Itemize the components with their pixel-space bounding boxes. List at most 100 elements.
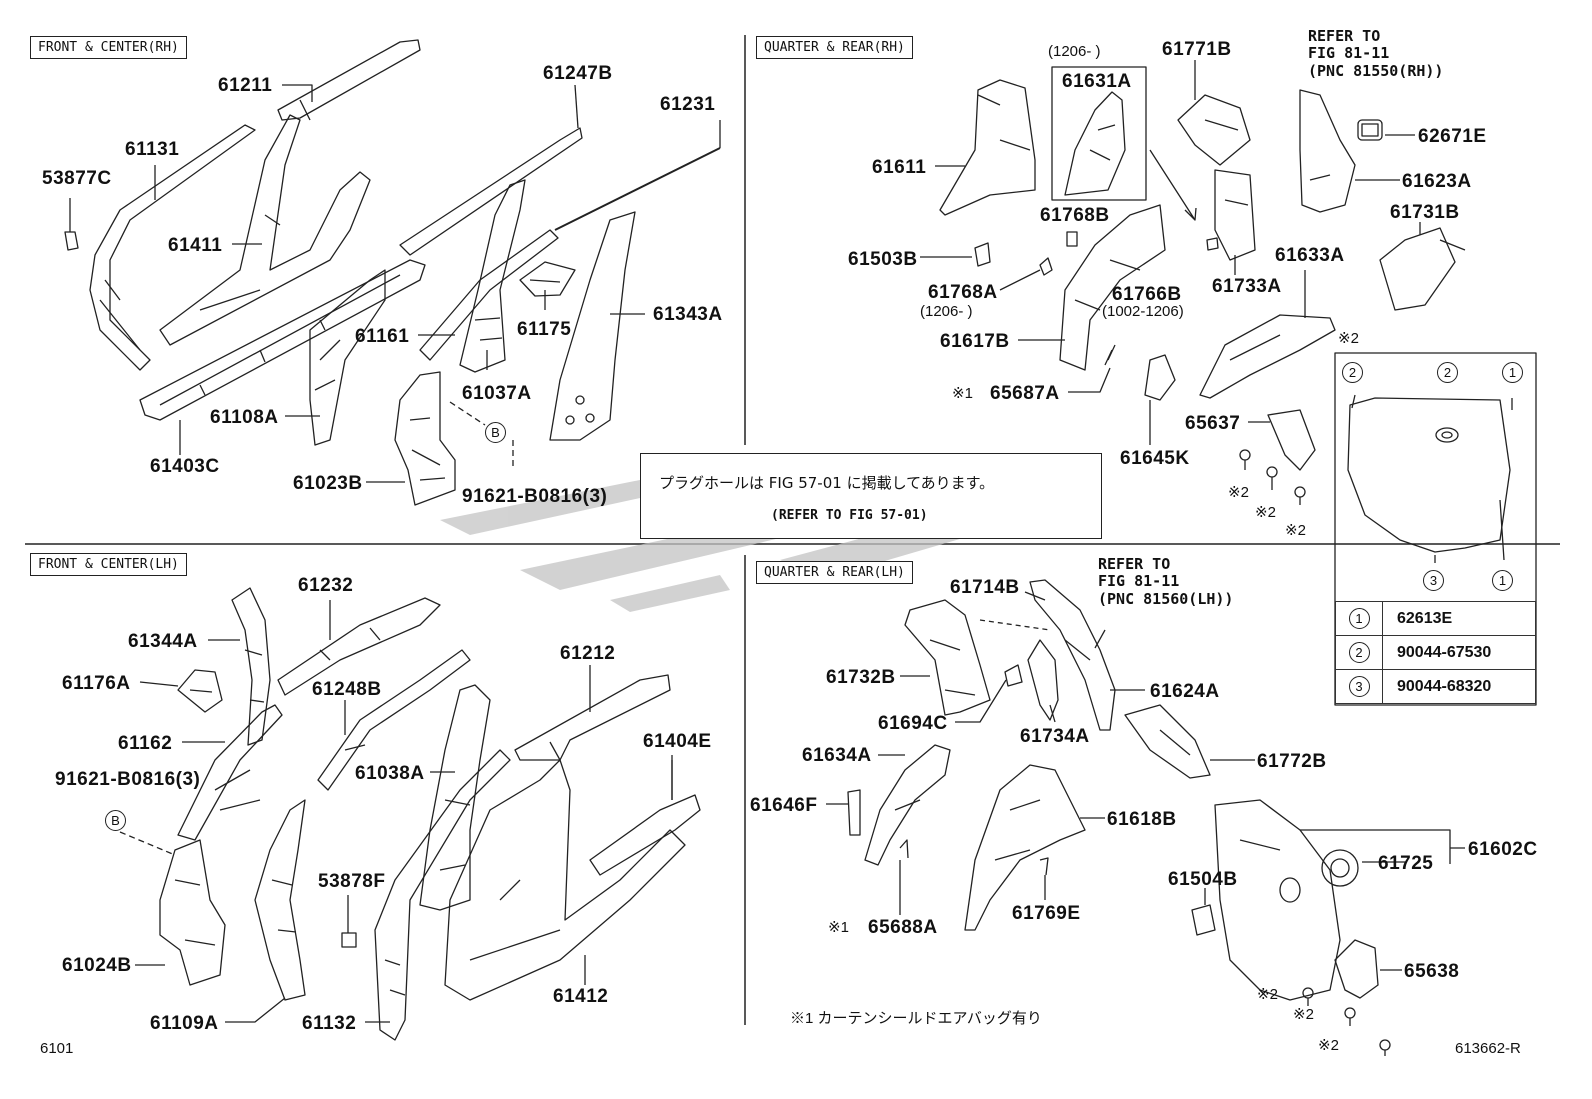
part-61404E-shape (589, 760, 701, 876)
label-61766B[interactable]: 61766B (1112, 284, 1182, 305)
label-91621-b0816-rh[interactable]: 91621-B0816(3) (462, 486, 608, 507)
label-61109A[interactable]: 61109A (150, 1013, 219, 1034)
label-61343A[interactable]: 61343A (653, 304, 723, 325)
label-61602C[interactable]: 61602C (1468, 839, 1538, 860)
marker-2-f: ※2 (1318, 1037, 1339, 1054)
part-53878F-shape (341, 895, 357, 948)
label-61768A[interactable]: 61768A (928, 282, 998, 303)
label-61344A[interactable]: 61344A (128, 631, 198, 652)
label-61175[interactable]: 61175 (517, 319, 572, 340)
label-61404E[interactable]: 61404E (643, 731, 712, 752)
label-62671E[interactable]: 62671E (1418, 126, 1487, 147)
label-61024B[interactable]: 61024B (62, 955, 132, 976)
section-quarter-lh: QUARTER & REAR(LH) (756, 561, 913, 584)
leader-61211 (282, 84, 313, 102)
label-61231[interactable]: 61231 (660, 94, 716, 115)
label-61162[interactable]: 61162 (118, 733, 173, 754)
part-53877C-shape (64, 198, 79, 251)
part-61633A-shape (1199, 314, 1336, 399)
label-61731B[interactable]: 61731B (1390, 202, 1460, 223)
label-61768B[interactable]: 61768B (1040, 205, 1110, 226)
plug-hole-note-japanese: プラグホールは FIG 57-01 に掲載してあります。 (659, 474, 995, 492)
label-61631A[interactable]: 61631A (1062, 71, 1132, 92)
label-61411[interactable]: 61411 (168, 235, 223, 256)
label-61646F[interactable]: 61646F (750, 795, 818, 816)
label-61623A[interactable]: 61623A (1402, 171, 1472, 192)
legend-part-number: 62613E (1382, 601, 1536, 636)
label-61132[interactable]: 61132 (302, 1013, 357, 1034)
label-61412[interactable]: 61412 (553, 986, 609, 1007)
part-61343A-shape (549, 211, 636, 441)
label-61725[interactable]: 61725 (1378, 853, 1434, 874)
label-61232[interactable]: 61232 (298, 575, 354, 596)
label-61771B[interactable]: 61771B (1162, 39, 1232, 60)
part-61503B-shape (974, 242, 991, 267)
label-61504B[interactable]: 61504B (1168, 869, 1238, 890)
label-61618B[interactable]: 61618B (1107, 809, 1177, 830)
date-note-61768A: (1206- ) (920, 303, 973, 320)
label-61212[interactable]: 61212 (560, 643, 616, 664)
label-61769E[interactable]: 61769E (1012, 903, 1081, 924)
label-61694C[interactable]: 61694C (878, 713, 948, 734)
part-61411-shape (159, 114, 371, 346)
part-61232-shape (277, 597, 441, 696)
label-61108A[interactable]: 61108A (210, 407, 279, 428)
label-61611[interactable]: 61611 (872, 157, 927, 178)
part-61768B-shape (1066, 231, 1078, 247)
label-65687A[interactable]: 65687A (990, 383, 1060, 404)
label-61037A[interactable]: 61037A (462, 383, 532, 404)
leader-refer-lh (1094, 629, 1106, 649)
part-61646F-shape (847, 789, 861, 836)
label-61733A[interactable]: 61733A (1212, 276, 1282, 297)
part-65688A-shape (899, 839, 909, 859)
label-61645K[interactable]: 61645K (1120, 448, 1190, 469)
label-61211[interactable]: 61211 (218, 75, 273, 96)
part-61618B-shape (964, 764, 1086, 931)
leader-61714B (1024, 591, 1046, 601)
label-61248B[interactable]: 61248B (312, 679, 382, 700)
label-61023B[interactable]: 61023B (293, 473, 363, 494)
label-61247B[interactable]: 61247B (543, 63, 613, 84)
part-61504B-shape (1191, 904, 1216, 936)
legend-mark-bottom-right: 1 (1492, 570, 1513, 591)
leader-dashed-lh (979, 619, 1051, 631)
label-61714B[interactable]: 61714B (950, 577, 1020, 598)
label-61633A[interactable]: 61633A (1275, 245, 1345, 266)
label-53877C[interactable]: 53877C (42, 168, 112, 189)
label-61131[interactable]: 61131 (125, 139, 180, 160)
part-61023B-shape (394, 371, 456, 506)
label-61403C[interactable]: 61403C (150, 456, 220, 477)
label-61634A[interactable]: 61634A (802, 745, 872, 766)
label-65688A[interactable]: 65688A (868, 917, 938, 938)
label-61176A[interactable]: 61176A (62, 673, 131, 694)
label-61732B[interactable]: 61732B (826, 667, 896, 688)
label-61624A[interactable]: 61624A (1150, 681, 1220, 702)
label-61503B[interactable]: 61503B (848, 249, 918, 270)
label-65638[interactable]: 65638 (1404, 961, 1460, 982)
legend-part-number: 90044-67530 (1382, 635, 1536, 670)
part-61769E-shape (1039, 857, 1049, 876)
part-61732B-shape (904, 599, 991, 716)
leader-61602C (1300, 829, 1465, 864)
part-61714B-shape (1029, 579, 1116, 731)
label-61038A[interactable]: 61038A (355, 763, 425, 784)
part-61344A-shape (231, 587, 271, 746)
label-53878F[interactable]: 53878F (318, 871, 386, 892)
label-61772B[interactable]: 61772B (1257, 751, 1327, 772)
circle-b-rh: B (485, 422, 506, 443)
label-65637[interactable]: 65637 (1185, 413, 1241, 434)
box-61631A (1051, 66, 1147, 201)
label-61617B[interactable]: 61617B (940, 331, 1010, 352)
date-note-61766B: (1002-1206) (1102, 303, 1184, 320)
page-id: 6101 (40, 1040, 74, 1057)
label-91621-b0816-lh[interactable]: 91621-B0816(3) (55, 769, 201, 790)
part-61617B-shape (1059, 204, 1166, 371)
part-61038A-shape (419, 684, 491, 911)
label-61161[interactable]: 61161 (355, 326, 410, 347)
leader-91621b (119, 831, 176, 856)
label-61734A[interactable]: 61734A (1020, 726, 1090, 747)
